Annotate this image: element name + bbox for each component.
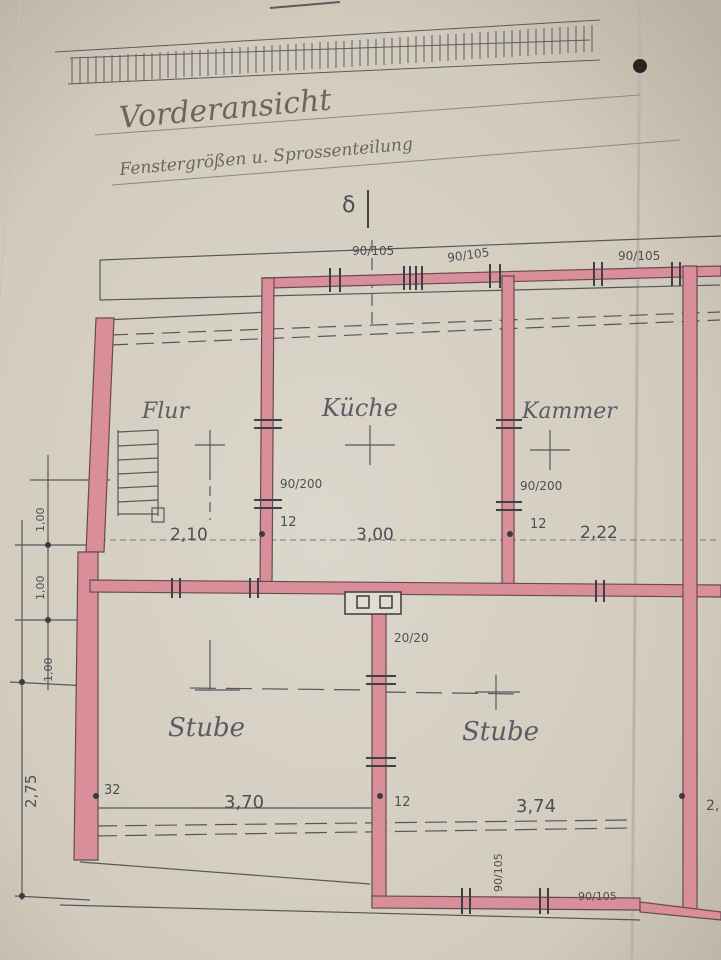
dim-left-seg-1: 1,00 bbox=[42, 658, 55, 683]
dim-right-edge: 2, bbox=[706, 798, 719, 814]
dim-window-top-3: 90/105 bbox=[618, 249, 660, 263]
section-symbol: δ bbox=[342, 193, 355, 218]
walls bbox=[73, 265, 721, 921]
opening-marks bbox=[171, 262, 681, 914]
dim-left-seg-3: 1,00 bbox=[34, 508, 47, 533]
dimension-dots bbox=[19, 531, 685, 899]
dim-window-bottom-2: 90/105 bbox=[578, 890, 617, 903]
paper-crease bbox=[0, 0, 21, 301]
room-label-stube-left: Stube bbox=[168, 713, 245, 743]
wall-right-lower bbox=[639, 901, 721, 921]
dim-stube-left-width: 3,70 bbox=[224, 792, 264, 813]
wall-middle bbox=[89, 579, 721, 598]
subtitle-underline bbox=[111, 139, 681, 186]
stair-sketch bbox=[117, 429, 165, 523]
room-label-kueche: Küche bbox=[321, 394, 398, 422]
room-label-flur: Flur bbox=[141, 399, 190, 424]
dim-chimney: 20/20 bbox=[394, 631, 429, 645]
dim-left-total: 2,75 bbox=[22, 775, 40, 808]
dim-window-bottom-1: 90/105 bbox=[492, 853, 505, 892]
wall-kueche-right bbox=[501, 275, 515, 593]
section-marker: δ bbox=[342, 190, 369, 228]
title-underline bbox=[94, 94, 641, 136]
dim-window-top-1: 90/105 bbox=[352, 244, 394, 258]
dim-kueche-width: 3,00 bbox=[356, 525, 394, 545]
dim-stube-right-width: 3,74 bbox=[516, 796, 556, 817]
paper-hole bbox=[633, 59, 647, 73]
wall-left-lower bbox=[73, 551, 99, 861]
wall-left-upper bbox=[85, 317, 115, 553]
chimney-boxes bbox=[344, 591, 402, 615]
dim-wall-12-c: 12 bbox=[394, 795, 411, 810]
wall-kueche-left bbox=[259, 277, 275, 591]
dim-wall-32: 32 bbox=[104, 783, 121, 798]
dim-wall-12-a: 12 bbox=[280, 515, 297, 530]
paper-fold bbox=[630, 0, 642, 960]
room-label-stube-right: Stube bbox=[462, 717, 539, 747]
wall-right bbox=[682, 265, 698, 911]
dim-door-kammer: 90/200 bbox=[520, 479, 562, 493]
dim-door-kueche: 90/200 bbox=[280, 477, 322, 491]
dim-window-top-2: 90/105 bbox=[446, 245, 490, 265]
dim-flur-width: 2,10 bbox=[170, 525, 208, 545]
dim-left-seg-2: 1,00 bbox=[34, 576, 47, 601]
pencil-lines bbox=[9, 235, 721, 921]
dim-kammer-width: 2,22 bbox=[580, 523, 618, 543]
room-label-kammer: Kammer bbox=[521, 399, 618, 424]
elevation-sketch bbox=[54, 1, 601, 85]
dim-wall-12-b: 12 bbox=[530, 517, 547, 532]
wall-stube-divider bbox=[371, 599, 387, 907]
